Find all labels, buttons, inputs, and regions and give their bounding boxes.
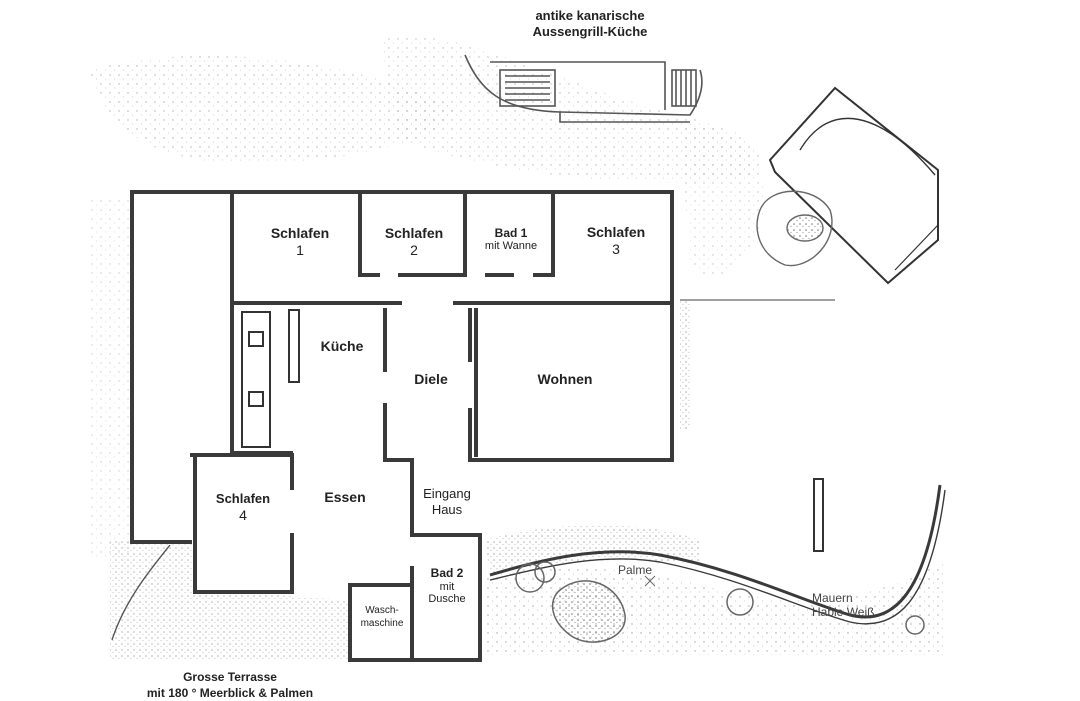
terrace-edge xyxy=(111,544,171,641)
kitchen-counter xyxy=(241,309,300,448)
room-kueche: Küche xyxy=(320,338,364,354)
room-schlafen-3: Schlafen 3 xyxy=(566,224,666,258)
room-name: Wasch- xyxy=(365,605,399,616)
caption-line: Grosse Terrasse xyxy=(183,670,277,684)
room-eingang-haus: Eingang Haus xyxy=(414,486,480,517)
room-number: 1 xyxy=(296,241,304,258)
outdoor-grill-kitchen xyxy=(464,54,703,123)
garden-stones xyxy=(515,561,925,643)
room-number: 3 xyxy=(612,240,620,257)
garden-bench xyxy=(813,478,824,552)
label-line: Mauern xyxy=(812,591,853,605)
garden-plants-right xyxy=(756,190,833,267)
room-schlafen-4: Schlafen 4 xyxy=(200,491,286,523)
palme-label: Palme xyxy=(617,563,652,577)
room-name: Schlafen xyxy=(384,225,444,241)
caption-line: antike kanarische xyxy=(535,8,645,23)
room-name: Schlafen xyxy=(586,224,646,240)
room-name: Bad 1 xyxy=(494,226,528,240)
room-schlafen-1: Schlafen 1 xyxy=(250,225,350,259)
room-number: 2 xyxy=(410,241,418,258)
room-number: 4 xyxy=(239,506,247,523)
mauern-label: Mauern Hable Weiß xyxy=(812,591,892,620)
room-diele: Diele xyxy=(414,371,448,387)
room-subtitle: mit xyxy=(439,580,455,593)
room-subtitle: Dusche xyxy=(428,593,466,606)
room-essen: Essen xyxy=(324,489,366,505)
room-name-line2: maschine xyxy=(360,618,404,629)
room-name: Eingang xyxy=(423,486,471,501)
room-name-line2: Haus xyxy=(431,501,463,517)
label-line: Hable Weiß xyxy=(812,605,875,620)
terrace-caption: Grosse Terrasse mit 180 ° Meerblick & Pa… xyxy=(130,669,330,701)
room-subtitle: mit Wanne xyxy=(484,240,538,253)
room-name: Schlafen xyxy=(215,491,271,506)
garden-wall-curve xyxy=(489,484,946,625)
room-wohnen: Wohnen xyxy=(537,371,593,387)
caption-line: mit 180 ° Meerblick & Palmen xyxy=(146,686,314,701)
caption-line: Aussengrill-Küche xyxy=(532,23,648,39)
room-name: Bad 2 xyxy=(430,566,464,580)
room-bad-1: Bad 1 mit Wanne xyxy=(468,226,554,254)
pavilion-structure xyxy=(768,86,939,285)
house-walls xyxy=(130,190,674,662)
room-bad-2: Bad 2 mit Dusche xyxy=(414,566,480,606)
room-name: Schlafen xyxy=(270,225,330,241)
grill-kitchen-caption: antike kanarische Aussengrill-Küche xyxy=(520,8,660,39)
room-schlafen-2: Schlafen 2 xyxy=(364,225,464,259)
room-waschmaschine: Wasch- maschine xyxy=(352,604,412,630)
